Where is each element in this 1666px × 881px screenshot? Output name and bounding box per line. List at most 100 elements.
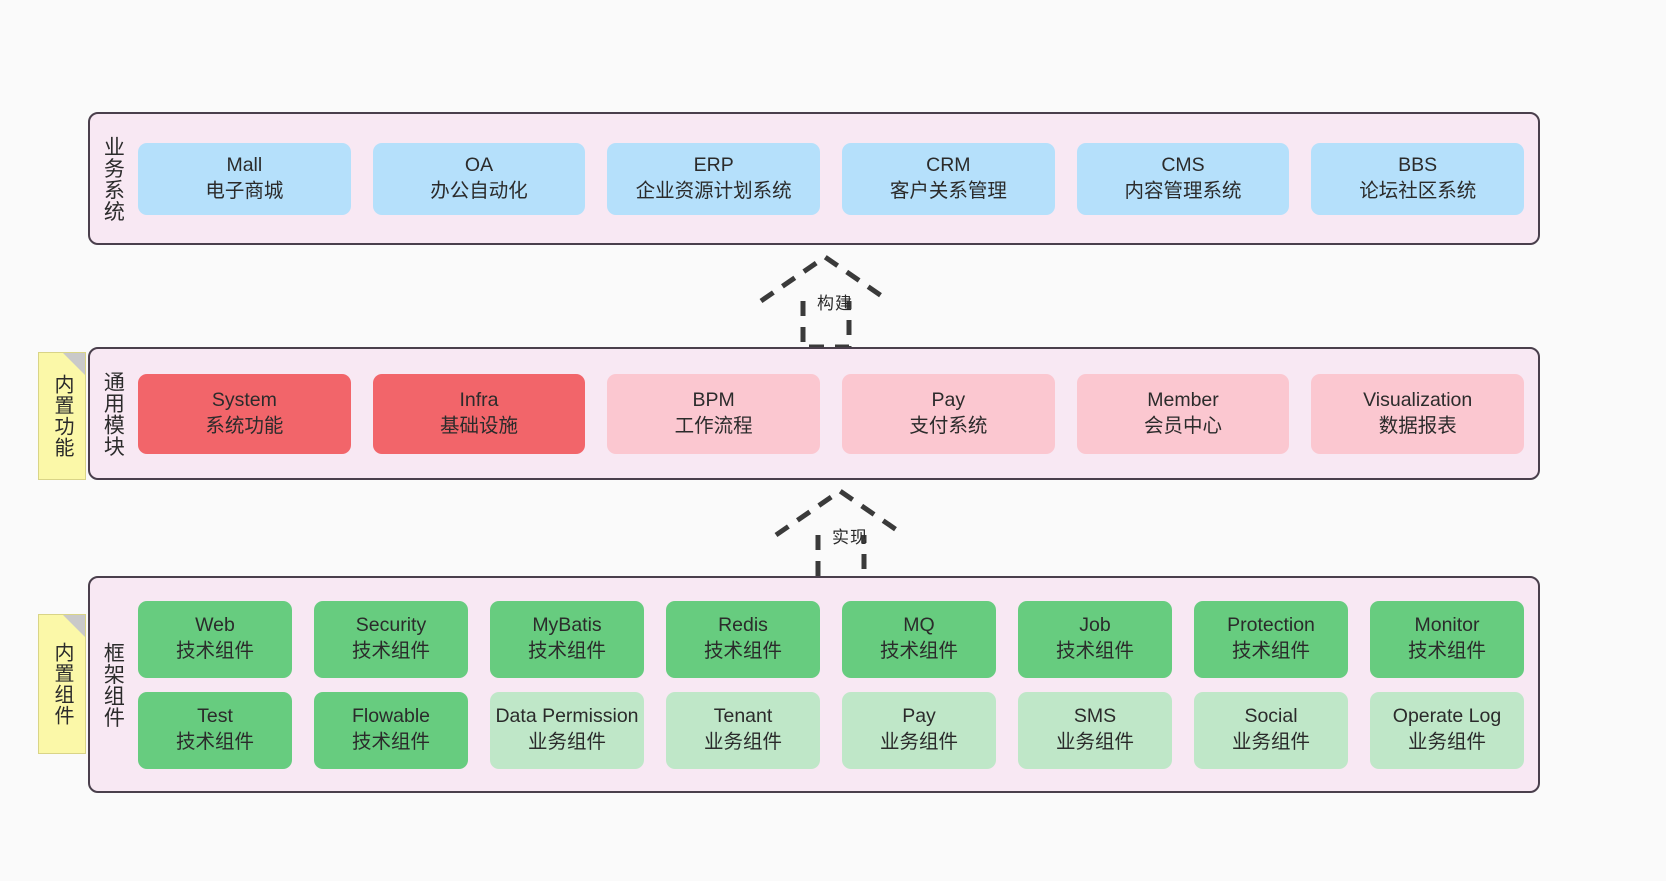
node-operate-log[interactable]: Operate Log 业务组件: [1370, 691, 1524, 769]
node-tenant[interactable]: Tenant 业务组件: [666, 691, 820, 769]
node-crm[interactable]: CRM 客户关系管理: [842, 142, 1055, 215]
node-subtitle: 业务组件: [879, 731, 958, 753]
node-subtitle: 客户关系管理: [889, 179, 1007, 202]
folded-corner-icon: [63, 615, 85, 637]
node-subtitle: 基础设施: [440, 414, 519, 437]
node-subtitle: 业务组件: [1231, 731, 1310, 753]
connector-implement: 实现: [772, 487, 932, 587]
folded-corner-icon: [63, 353, 85, 375]
node-subtitle: 业务组件: [1407, 731, 1486, 753]
node-title: Pay: [931, 388, 966, 411]
node-title: BBS: [1398, 153, 1438, 176]
node-subtitle: 会员中心: [1144, 414, 1223, 437]
node-title: Mall: [226, 153, 263, 176]
node-subtitle: 业务组件: [527, 731, 606, 753]
node-title: Infra: [459, 388, 499, 411]
node-title: BPM: [692, 388, 735, 411]
sticky-note-label: 内置组件: [51, 642, 73, 726]
node-monitor[interactable]: Monitor 技术组件: [1370, 600, 1524, 678]
node-title: Flowable: [351, 705, 431, 728]
layer-framework-components-body: Web 技术组件 Security 技术组件 MyBatis 技术组件 Redi…: [134, 578, 1538, 791]
node-mybatis[interactable]: MyBatis 技术组件: [490, 600, 644, 678]
node-title: Pay: [902, 705, 936, 728]
node-web[interactable]: Web 技术组件: [138, 600, 292, 678]
layer-framework-components-title: 框架组件: [101, 641, 125, 728]
node-title: CMS: [1161, 153, 1205, 176]
node-infra[interactable]: Infra 基础设施: [372, 373, 586, 454]
node-title: Redis: [718, 614, 768, 637]
node-subtitle: 技术组件: [1055, 640, 1134, 662]
connector-build: 构建: [757, 253, 917, 353]
node-subtitle: 技术组件: [351, 731, 430, 753]
node-subtitle: 电子商城: [205, 179, 284, 202]
node-subtitle: 内容管理系统: [1124, 179, 1242, 202]
node-title: Social: [1244, 705, 1298, 728]
node-subtitle: 技术组件: [175, 731, 254, 753]
node-subtitle: 技术组件: [879, 640, 958, 662]
node-title: Security: [355, 614, 427, 637]
node-subtitle: 技术组件: [703, 640, 782, 662]
node-subtitle: 技术组件: [527, 640, 606, 662]
node-bpm[interactable]: BPM 工作流程: [607, 373, 821, 454]
node-subtitle: 技术组件: [1231, 640, 1310, 662]
node-subtitle: 业务组件: [1055, 731, 1134, 753]
sticky-note-label: 内置功能: [51, 374, 73, 458]
node-flowable[interactable]: Flowable 技术组件: [314, 691, 468, 769]
node-subtitle: 办公自动化: [430, 179, 528, 202]
node-title: Test: [197, 705, 233, 728]
node-mq[interactable]: MQ 技术组件: [842, 600, 996, 678]
node-sms[interactable]: SMS 业务组件: [1018, 691, 1172, 769]
node-bbs[interactable]: BBS 论坛社区系统: [1311, 142, 1525, 215]
node-title: Job: [1079, 614, 1111, 637]
node-subtitle: 数据报表: [1378, 414, 1457, 437]
node-protection[interactable]: Protection 技术组件: [1194, 600, 1348, 678]
node-title: MyBatis: [532, 614, 602, 637]
node-title: Monitor: [1414, 614, 1480, 637]
layer-business-system-body: Mall 电子商城 OA 办公自动化 ERP 企业资源计划系统 CRM 客户关系…: [134, 114, 1538, 243]
node-test[interactable]: Test 技术组件: [138, 691, 292, 769]
node-subtitle: 工作流程: [674, 414, 753, 437]
node-social[interactable]: Social 业务组件: [1194, 691, 1348, 769]
node-title: SMS: [1073, 705, 1117, 728]
node-title: CRM: [926, 153, 971, 176]
node-system[interactable]: System 系统功能: [138, 373, 351, 454]
layer-common-modules-title: 通用模块: [101, 370, 125, 457]
node-oa[interactable]: OA 办公自动化: [372, 142, 586, 215]
node-row: System 系统功能 Infra 基础设施 BPM 工作流程 Pay 支付系统…: [138, 373, 1525, 454]
node-job[interactable]: Job 技术组件: [1018, 600, 1172, 678]
node-subtitle: 技术组件: [1407, 640, 1486, 662]
node-subtitle: 业务组件: [703, 731, 782, 753]
node-title: Tenant: [713, 705, 773, 728]
node-row: Web 技术组件 Security 技术组件 MyBatis 技术组件 Redi…: [138, 600, 1524, 678]
node-title: Visualization: [1363, 388, 1473, 411]
node-pay-module[interactable]: Pay 支付系统: [842, 373, 1055, 454]
node-title: ERP: [693, 153, 734, 176]
node-cms[interactable]: CMS 内容管理系统: [1076, 142, 1290, 215]
layer-business-system-title: 业务系统: [101, 135, 125, 222]
node-data-permission[interactable]: Data Permission 业务组件: [490, 691, 644, 769]
node-pay-component[interactable]: Pay 业务组件: [842, 691, 996, 769]
node-subtitle: 企业资源计划系统: [635, 179, 792, 202]
node-title: OA: [464, 153, 494, 176]
sticky-note-builtin-components: 内置组件: [38, 614, 86, 754]
node-subtitle: 支付系统: [909, 414, 988, 437]
connector-implement-label: 实现: [832, 528, 868, 547]
node-member[interactable]: Member 会员中心: [1076, 373, 1290, 454]
layer-business-system: 业务系统 Mall 电子商城 OA 办公自动化 ERP 企业资源计划系统 CRM: [88, 112, 1540, 245]
node-subtitle: 系统功能: [205, 414, 284, 437]
node-erp[interactable]: ERP 企业资源计划系统: [607, 142, 821, 215]
node-row: Test 技术组件 Flowable 技术组件 Data Permission …: [138, 691, 1524, 769]
node-title: Web: [195, 614, 235, 637]
node-subtitle: 论坛社区系统: [1359, 179, 1477, 202]
node-title: Protection: [1227, 614, 1315, 637]
node-security[interactable]: Security 技术组件: [314, 600, 468, 678]
node-subtitle: 技术组件: [175, 640, 254, 662]
node-title: Member: [1147, 388, 1219, 411]
node-title: Data Permission: [495, 705, 639, 728]
node-row: Mall 电子商城 OA 办公自动化 ERP 企业资源计划系统 CRM 客户关系…: [138, 142, 1525, 215]
layer-common-modules-body: System 系统功能 Infra 基础设施 BPM 工作流程 Pay 支付系统…: [134, 349, 1538, 478]
node-redis[interactable]: Redis 技术组件: [666, 600, 820, 678]
node-visualization[interactable]: Visualization 数据报表: [1311, 373, 1525, 454]
node-mall[interactable]: Mall 电子商城: [138, 142, 351, 215]
